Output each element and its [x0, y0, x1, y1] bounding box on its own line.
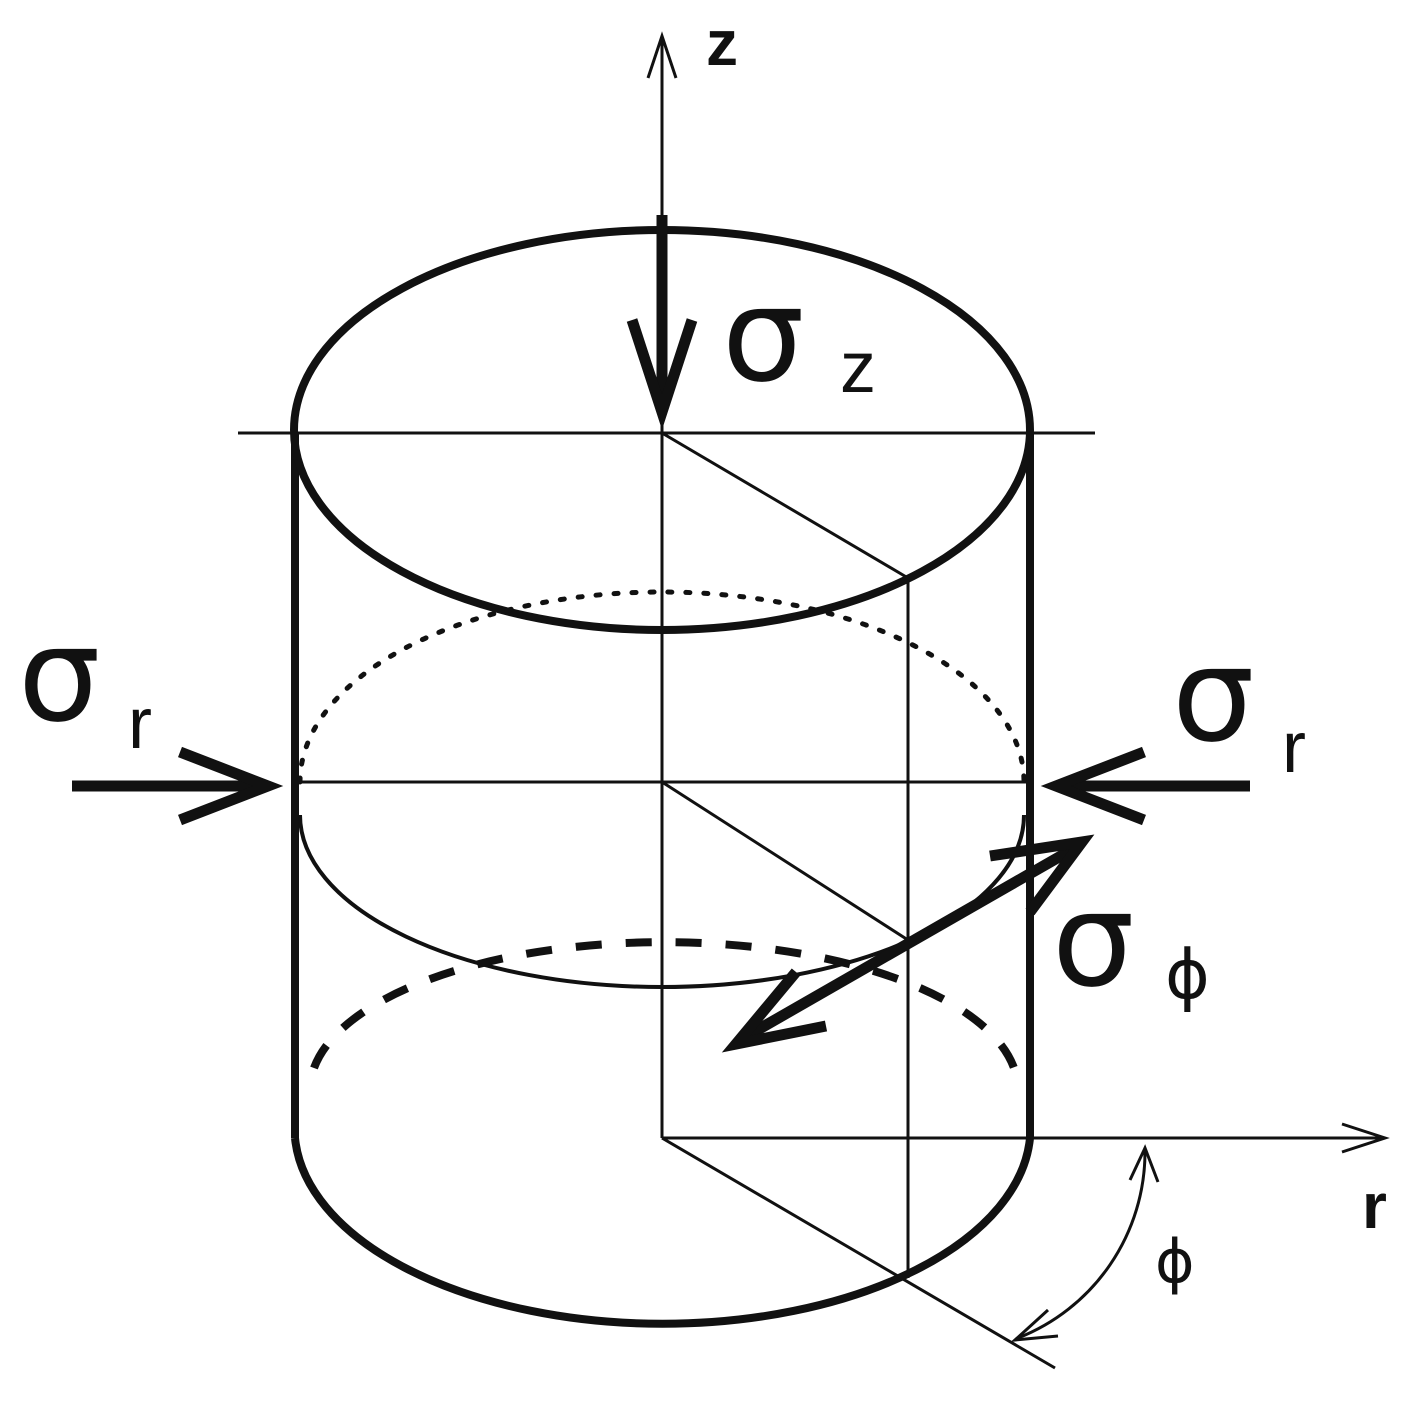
top-radial-line — [661, 431, 909, 580]
mid-radial-line — [661, 780, 909, 942]
sigma-z-arrow — [626, 215, 698, 430]
z-axis — [646, 31, 678, 1138]
sigma-phi-subscript: ϕ — [1165, 936, 1210, 1015]
sigma-z-subscript: z — [840, 328, 876, 408]
sigma-phi-symbol: σ — [1052, 864, 1134, 1016]
phi-angle-arc — [1010, 1144, 1160, 1342]
r-axis-label: r — [1362, 1170, 1387, 1242]
sigma-r-left-arrow — [72, 746, 284, 826]
sigma-phi-double-arrow — [721, 834, 1095, 1053]
sigma-r-right-symbol: σ — [1172, 619, 1254, 771]
sigma-r-right-subscript: r — [1282, 708, 1306, 788]
z-axis-label: z — [706, 7, 738, 79]
phi-angle-label: ϕ — [1155, 1227, 1195, 1297]
bottom-radial-line — [661, 1136, 1056, 1370]
sigma-r-right-arrow — [1040, 746, 1250, 826]
sigma-z-symbol: σ — [722, 259, 804, 411]
r-axis — [662, 1122, 1390, 1154]
sigma-r-left-symbol: σ — [18, 599, 100, 751]
bottom-front-arc — [291, 1137, 1034, 1328]
sigma-r-left-subscript: r — [128, 684, 152, 764]
